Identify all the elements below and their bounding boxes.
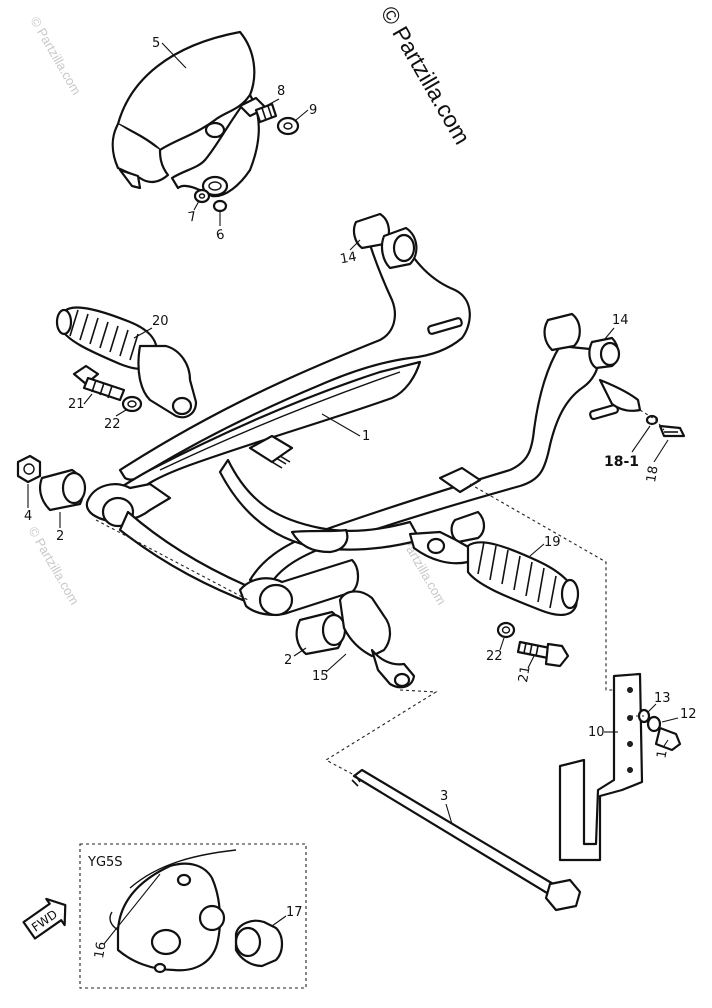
nut-part-4 — [16, 454, 42, 484]
callout-19: 19 — [544, 535, 561, 550]
callout-16: 16 — [92, 941, 110, 960]
watermark-left-top: © Partzilla.com — [27, 14, 84, 97]
screw-part-18 — [658, 424, 686, 438]
footrest-part-19 — [408, 530, 580, 616]
washer-part-9 — [276, 116, 300, 136]
callout-1: 1 — [362, 429, 370, 444]
callout-20: 20 — [152, 314, 169, 329]
callout-5: 5 — [152, 36, 160, 51]
screw-part-6 — [212, 199, 228, 213]
inset-label: YG5S — [87, 855, 123, 870]
stopper-part-15 — [338, 590, 416, 689]
callout-14-upper: 14 — [339, 250, 358, 268]
callout-3: 3 — [440, 789, 448, 804]
bracket-part-10 — [558, 672, 644, 862]
bushing-part-2-lower — [295, 610, 347, 656]
callout-2-upper: 2 — [56, 529, 64, 544]
callout-6: 6 — [215, 227, 226, 243]
callout-12: 12 — [680, 707, 697, 722]
footrest-part-20 — [55, 306, 198, 419]
callout-22-right: 22 — [486, 649, 503, 664]
callout-2-lower: 2 — [284, 653, 292, 668]
inset-yg5s: YG5S 16 17 — [79, 843, 307, 989]
callout-9: 9 — [309, 103, 317, 118]
washer-part-22-right — [496, 621, 516, 639]
watermark-left-mid: © Partzilla.com — [25, 524, 82, 607]
bolt-part-11 — [654, 726, 682, 752]
assembly-line-left-bar — [95, 519, 249, 601]
callout-22-left: 22 — [104, 417, 121, 432]
washer-part-12 — [646, 715, 662, 733]
bushing-part-14-right — [543, 312, 621, 370]
callout-17: 17 — [286, 905, 303, 920]
callout-14-right: 14 — [612, 313, 629, 328]
callout-10: 10 — [588, 725, 605, 740]
callout-13: 13 — [654, 691, 671, 706]
callout-15: 15 — [312, 669, 329, 684]
bushing-part-14-upper — [352, 212, 418, 270]
bushing-part-2-upper — [39, 468, 87, 512]
callout-8: 8 — [277, 84, 285, 99]
cover-part-5 — [111, 30, 260, 198]
bolt-part-21-left — [72, 364, 126, 402]
assembly-line-18 — [639, 409, 665, 431]
bolt-part-21-right — [516, 640, 570, 668]
inset-frame — [79, 843, 307, 989]
shaft-part-3 — [351, 768, 582, 912]
fwd-arrow-icon: FWD — [22, 897, 67, 940]
washer-part-18-1 — [645, 414, 659, 426]
washer-part-7 — [193, 188, 211, 204]
assembly-line-right — [469, 483, 614, 691]
watermark-main: © Partzilla.com — [376, 2, 476, 149]
callout-21-left: 21 — [68, 397, 85, 412]
washer-part-22-left — [121, 395, 143, 413]
callout-4: 4 — [24, 509, 32, 524]
callout-18: 18 — [644, 465, 662, 484]
callout-7: 7 — [187, 209, 198, 225]
callout-18-1: 18-1 — [604, 454, 639, 470]
callout-21-right: 21 — [516, 665, 534, 684]
stand-frame-part-1 — [85, 230, 642, 617]
assembly-line-lower — [324, 689, 438, 777]
callout-11: 1 — [654, 749, 670, 760]
